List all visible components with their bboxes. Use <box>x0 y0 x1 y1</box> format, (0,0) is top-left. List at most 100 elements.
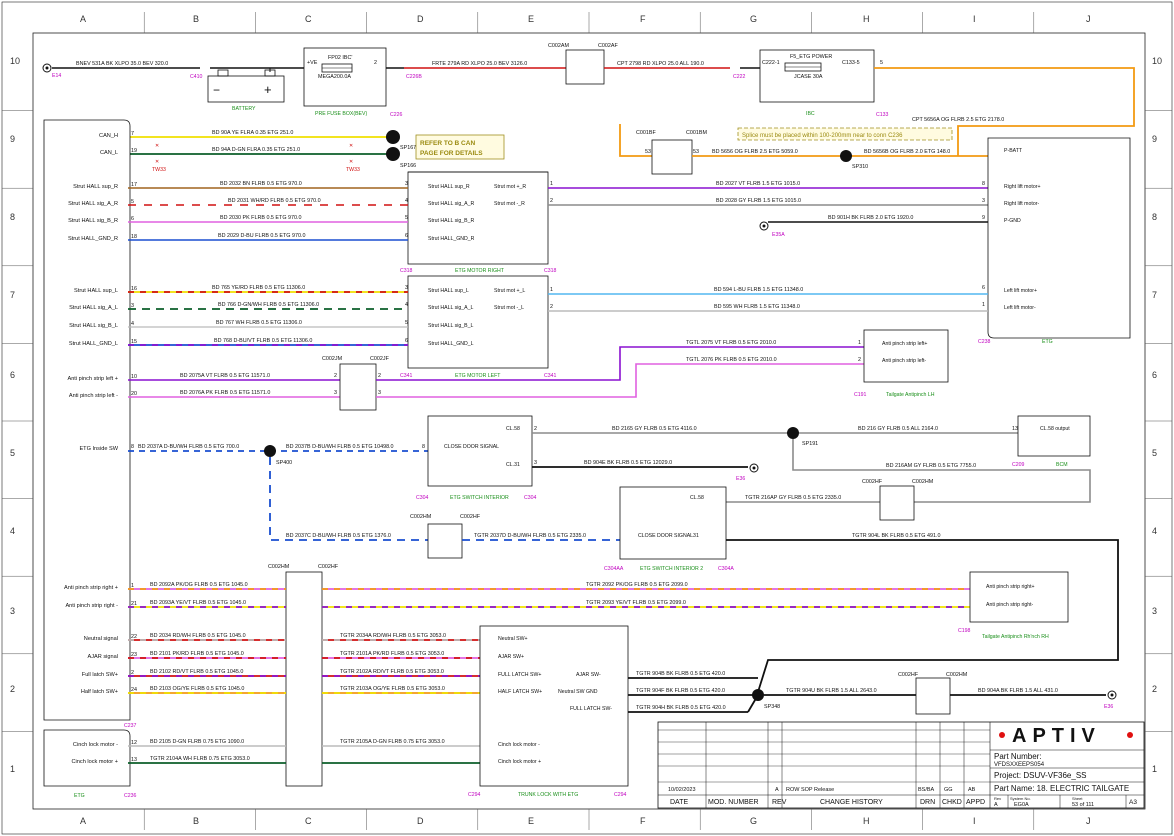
change-history-header: REV <box>772 799 787 806</box>
etg-bottom-label: ETG <box>74 793 85 799</box>
wire-tgtr904l: TGTR 904L BK FLRB 0.5 ETG 491.0 <box>852 533 941 539</box>
trunk-lock-label: TRUNK LOCK WITH ETG <box>518 792 578 798</box>
wire-tgtl2075: TGTL 2075 VT FLRB 0.5 ETG 2010.0 <box>686 340 776 346</box>
release-drn: BS/BA <box>918 787 935 793</box>
svg-text:6: 6 <box>405 338 408 344</box>
conn-c198: C198 <box>958 628 971 634</box>
conn-c002af: C002AF <box>598 43 618 49</box>
lock-neutral-gnd: Neutral SW GND <box>558 689 598 695</box>
wire-bd2029: BD 2029 D-BU FLRB 0.5 ETG 970.0 <box>218 233 306 239</box>
wire-frte279a: FRTE 279A RD XLPO 25.0 BEV 3126.0 <box>432 61 527 67</box>
wire-tgtl2076: TGTL 2076 PK FLRB 0.5 ETG 2010.0 <box>686 357 777 363</box>
svg-text:2: 2 <box>534 426 537 432</box>
antipinch-lh-label: Tailgate Antipinch LH <box>886 392 935 398</box>
grid-row-label: 3 <box>1152 606 1157 616</box>
grid-row-label: 6 <box>1152 370 1157 380</box>
sys-label: System No. <box>1010 796 1031 801</box>
conn-c236: C236 <box>124 793 137 799</box>
grid-row-label: 9 <box>10 134 15 144</box>
wire-bd766: BD 766 D-GN/WH FLRB 0.5 ETG 11306.0 <box>218 302 319 308</box>
conn-c304b: C304 <box>524 495 537 501</box>
conn-c002hm-lower: C002HM <box>268 564 290 570</box>
svg-text:2: 2 <box>550 304 553 310</box>
svg-text:6: 6 <box>982 285 985 291</box>
wire-bd765: BD 765 YE/RD FLRB 0.5 ETG 11306.0 <box>212 285 305 291</box>
etg-r-llm-plus: Left lift motor+ <box>1004 288 1037 294</box>
wire-bd5656: BD 5656 OG FLRB 2.5 ETG 5059.0 <box>712 149 798 155</box>
sp310-splice <box>840 150 852 162</box>
svg-text:5: 5 <box>405 215 408 221</box>
bcm-label: BCM <box>1056 462 1068 468</box>
svg-text:2: 2 <box>378 373 381 379</box>
lock-full-minus: FULL LATCH SW- <box>570 706 612 712</box>
svg-text:1: 1 <box>550 287 553 293</box>
lock-full: FULL LATCH SW+ <box>498 672 541 678</box>
tw33-right: TW33 <box>346 167 360 173</box>
motor-r-pin1: Strut HALL sup_R <box>428 184 470 190</box>
grid-row-label: 8 <box>1152 212 1157 222</box>
wire-bd2104: BD 2105 D-GN FLRB 0.75 ETG 1090.0 <box>150 739 244 745</box>
wire-bd2027: BD 2027 VT FLRB 1.5 ETG 1015.0 <box>716 181 800 187</box>
can-ref-line1: REFER TO B CAN <box>420 140 475 147</box>
grid-row-label: 8 <box>10 212 15 222</box>
svg-text:1: 1 <box>550 181 553 187</box>
wire-bd2075a: BD 2075A VT FLRB 0.5 ETG 11571.0 <box>180 373 270 379</box>
svg-text:3: 3 <box>334 390 337 396</box>
rev-value: A <box>994 802 998 808</box>
grid-col-label: F <box>640 816 646 826</box>
switch-interior-label: ETG SWITCH INTERIOR <box>450 495 509 501</box>
splice-note: Splice must be placed within 100-200mm n… <box>742 133 903 139</box>
wire-tgtr904f: TGTR 904F BK FLRB 0.5 ETG 420.0 <box>636 688 725 694</box>
wire-tgtr904u: TGTR 904U BK FLRB 1.5 ALL 2643.0 <box>786 688 877 694</box>
conn-c294b: C294 <box>614 792 627 798</box>
svg-text:✕: ✕ <box>349 159 353 165</box>
can-ref-line2: PAGE FOR DETAILS <box>420 150 483 157</box>
etg-pin-label: Half latch SW+ <box>81 689 118 695</box>
conn-c318b: C318 <box>544 268 557 274</box>
inline-conn-c001b <box>651 139 693 175</box>
grid-col-label: B <box>193 816 199 826</box>
etg-pin-label: Strut HALL_GND_R <box>68 236 118 242</box>
etg-pin-label: Strut HALL sig_B_R <box>68 218 118 224</box>
grid-row-label: 5 <box>1152 448 1157 458</box>
etg-pin-label: Strut HALL sig_B_L <box>69 323 118 329</box>
sp166-splice <box>386 147 400 161</box>
wire-bd2037b: BD 2037B D-BU/WH FLRB 0.5 ETG 10498.0 <box>286 444 394 450</box>
conn-c226b: C226B <box>406 74 422 80</box>
conn-c410: C410 <box>190 74 203 80</box>
close-door-signal-2: CLOSE DOOR SIGNAL31 <box>638 533 699 539</box>
sheet-size: A3 <box>1129 799 1137 806</box>
svg-text:2: 2 <box>858 357 861 363</box>
f5-label: F5_ETG POWER <box>790 54 832 60</box>
motor-l-pin6: Strut mot -_L <box>494 305 524 311</box>
etg-pin-label: Strut HALL sup_R <box>73 184 118 190</box>
antipinch-right: C002HM C002HF BD 2092A PK/OG FLRB 0.5 ET… <box>128 564 1069 787</box>
conn-c002hm-bottom: C002HM <box>946 672 968 678</box>
etg-pin-number: 17 <box>131 182 137 188</box>
f5-value: JCASE 30A <box>794 74 823 80</box>
conn-c237: C237 <box>124 723 137 729</box>
grid-col-label: B <box>193 14 199 24</box>
motor-l-pin5: Strut mot +_L <box>494 288 525 294</box>
svg-text:2: 2 <box>334 373 337 379</box>
wire-tgtr904b: TGTR 904B BK FLRB 0.5 ETG 420.0 <box>636 671 725 677</box>
wire-bd767: BD 767 WH FLRB 0.5 ETG 11306.0 <box>216 320 302 326</box>
grid-col-label: A <box>80 816 86 826</box>
wire-tgtr2093: TGTR 2093 YE/VT FLRB 0.5 ETG 2099.0 <box>586 600 686 606</box>
motor-r-pin6: Strut mot -_R <box>494 201 525 207</box>
wire-cpt5656a: CPT 5656A OG FLRB 2.5 ETG 2178.0 <box>912 117 1004 123</box>
conn-sp310: SP310 <box>852 164 868 170</box>
etg-right-label: ETG <box>1042 339 1053 345</box>
grid-row-label: 6 <box>10 370 15 380</box>
antipinch-l-plus: Anti pinch strip left+ <box>882 341 927 347</box>
battery-label: BATTERY <box>232 106 256 112</box>
grid-col-label: C <box>305 816 312 826</box>
conn-c002jf: C002JF <box>370 356 390 362</box>
etg-pin-number: 21 <box>131 601 137 607</box>
etg-pin-label: Anti pinch strip left + <box>67 376 118 382</box>
switch-interior-2-label: ETG SWITCH INTERIOR 2 <box>640 566 703 572</box>
sheet-label: Sheet <box>1072 796 1083 801</box>
conn-c001bm: C001BM <box>686 130 707 136</box>
svg-text:5: 5 <box>880 60 883 66</box>
